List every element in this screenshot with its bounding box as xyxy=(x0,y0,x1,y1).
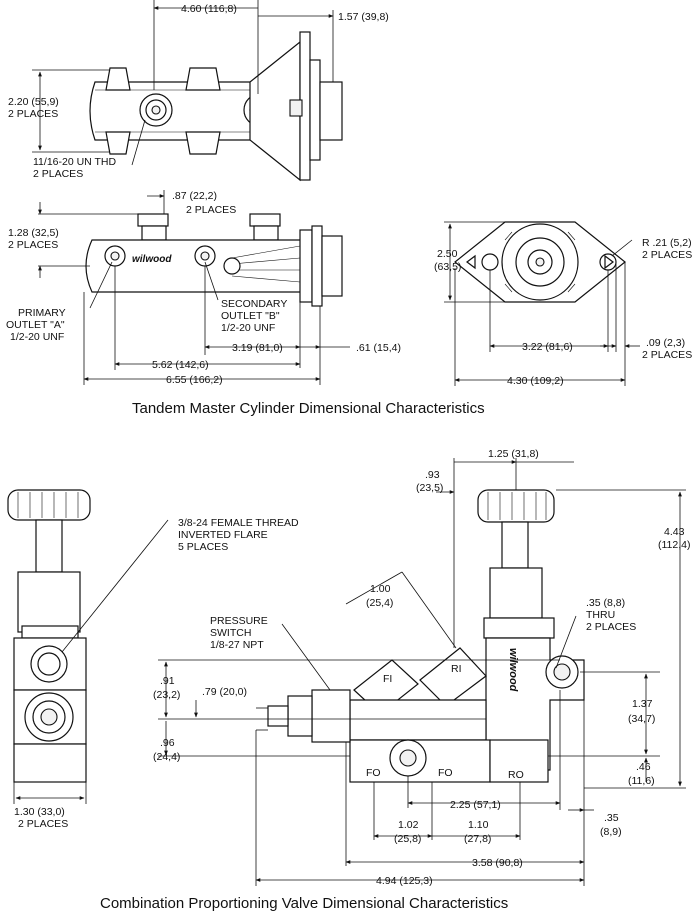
dim-5-62: 5.62 (142,6) xyxy=(152,359,209,371)
valve-front-dimensions: 3/8-24 FEMALE THREAD INVERTED FLARE 5 PL… xyxy=(13,517,299,830)
dim-2-25: 2.25 (57,1) xyxy=(450,799,501,811)
dim-2-50: 2.50 xyxy=(437,248,458,260)
end-view-dimensions: 2.50 (63,5) R .21 (5,2) 2 PLACES 3.22 (8… xyxy=(434,221,692,387)
primary-label-3: 1/2-20 UNF xyxy=(10,331,64,343)
dim-4-94: 4.94 (125,3) xyxy=(376,875,433,887)
radius-places: 2 PLACES xyxy=(642,249,692,261)
dim-0-79: .79 (20,0) xyxy=(202,686,247,698)
dim-0-93: .93 xyxy=(425,469,440,481)
thread-label-1: 3/8-24 FEMALE THREAD xyxy=(178,517,299,529)
dim-0-35-mm: (8,9) xyxy=(600,826,622,838)
dim-1-30-places: 2 PLACES xyxy=(18,818,68,830)
dim-4-43-mm: (112,4) xyxy=(658,539,691,551)
side-view-dimensions: .87 (22,2) 2 PLACES 1.28 (32,5) 2 PLACES… xyxy=(6,190,401,386)
dim-0-96: .96 xyxy=(160,737,175,749)
dim-2-50-mm: (63,5) xyxy=(434,261,461,273)
dim-0-09: .09 (2,3) xyxy=(646,337,685,349)
pressure-switch-1: PRESSURE xyxy=(210,615,268,627)
valve-side-dimensions: .93 (23,5) 1.25 (31,8) 4.43 (112,4) 1.00… xyxy=(153,448,691,887)
dim-2-20: 2.20 (55,9) xyxy=(8,96,59,108)
dim-1-57: 1.57 (39,8) xyxy=(338,11,389,23)
dim-2-20-places: 2 PLACES xyxy=(8,108,58,120)
secondary-label-2: OUTLET "B" xyxy=(221,310,280,322)
valve-front-view xyxy=(7,489,91,783)
dim-1-00-mm: (25,4) xyxy=(366,597,393,609)
thread-label-3: 5 PLACES xyxy=(178,541,228,553)
dim-4-30: 4.30 (109,2) xyxy=(507,375,564,387)
dim-0-46: .46 xyxy=(636,761,651,773)
dim-0-87: .87 (22,2) xyxy=(172,190,217,202)
port-ri: RI xyxy=(451,663,462,675)
port-fi: FI xyxy=(383,673,392,685)
dim-1-30: 1.30 (33,0) xyxy=(14,806,65,818)
dim-6-55: 6.55 (166,2) xyxy=(166,374,223,386)
dim-3-22: 3.22 (81,6) xyxy=(522,341,573,353)
dim-0-93-mm: (23,5) xyxy=(416,482,443,494)
dim-1-10: 1.10 xyxy=(468,819,489,831)
primary-label-1: PRIMARY xyxy=(18,307,66,319)
hole-label-2: THRU xyxy=(586,609,615,621)
master-cylinder-end-view xyxy=(454,221,626,303)
dim-1-10-mm: (27,8) xyxy=(464,833,491,845)
dim-1-25: 1.25 (31,8) xyxy=(488,448,539,460)
dim-1-00: 1.00 xyxy=(370,583,391,595)
dim-1-37-mm: (34,7) xyxy=(628,713,655,725)
dim-0-61: .61 (15,4) xyxy=(356,342,401,354)
dim-0-46-mm: (11,6) xyxy=(628,775,655,787)
dim-1-28: 1.28 (32,5) xyxy=(8,227,59,239)
dim-1-37: 1.37 xyxy=(632,698,653,710)
master-cylinder-top-view xyxy=(89,31,343,182)
dim-1-28-places: 2 PLACES xyxy=(8,239,58,251)
secondary-label-3: 1/2-20 UNF xyxy=(221,322,275,334)
top-caption: Tandem Master Cylinder Dimensional Chara… xyxy=(132,400,485,417)
dim-3-19: 3.19 (81,0) xyxy=(232,342,283,354)
thread-label: 11/16-20 UN THD xyxy=(33,156,116,168)
dim-4-43: 4.43 xyxy=(664,526,685,538)
primary-label-2: OUTLET "A" xyxy=(6,319,65,331)
port-fo-2: FO xyxy=(438,767,453,779)
dim-1-02: 1.02 xyxy=(398,819,419,831)
master-cylinder-side-view: wilwood xyxy=(85,213,343,307)
dim-0-91-mm: (23,2) xyxy=(153,689,180,701)
dim-3-58: 3.58 (90,8) xyxy=(472,857,523,869)
thread-places: 2 PLACES xyxy=(33,168,83,180)
top-view-dimensions: 4.60 (116,8) 1.57 (39,8) 2.20 (55,9) 2 P… xyxy=(8,0,389,180)
dim-0-09-places: 2 PLACES xyxy=(642,349,692,361)
pressure-switch-3: 1/8-27 NPT xyxy=(210,639,264,651)
bottom-caption: Combination Proportioning Valve Dimensio… xyxy=(100,895,508,912)
thread-label-2: INVERTED FLARE xyxy=(178,529,268,541)
dim-0-96-mm: (24,4) xyxy=(153,751,180,763)
brand-logo-cylinder: wilwood xyxy=(132,254,172,265)
dim-0-91: .91 xyxy=(160,675,175,687)
brand-logo-valve: wilwood xyxy=(507,648,519,692)
valve-side-view: wilwood FI RI FO FO RO xyxy=(256,489,585,783)
hole-label-3: 2 PLACES xyxy=(586,621,636,633)
dim-4-60: 4.60 (116,8) xyxy=(181,3,237,15)
port-fo-1: FO xyxy=(366,767,381,779)
secondary-label-1: SECONDARY xyxy=(221,298,287,310)
dim-1-02-mm: (25,8) xyxy=(394,833,421,845)
pressure-switch-2: SWITCH xyxy=(210,627,251,639)
port-ro: RO xyxy=(508,769,524,781)
dim-0-35: .35 xyxy=(604,812,619,824)
dim-0-87-places: 2 PLACES xyxy=(186,204,236,216)
radius-label: R .21 (5,2) xyxy=(642,237,692,249)
hole-label-1: .35 (8,8) xyxy=(586,597,625,609)
